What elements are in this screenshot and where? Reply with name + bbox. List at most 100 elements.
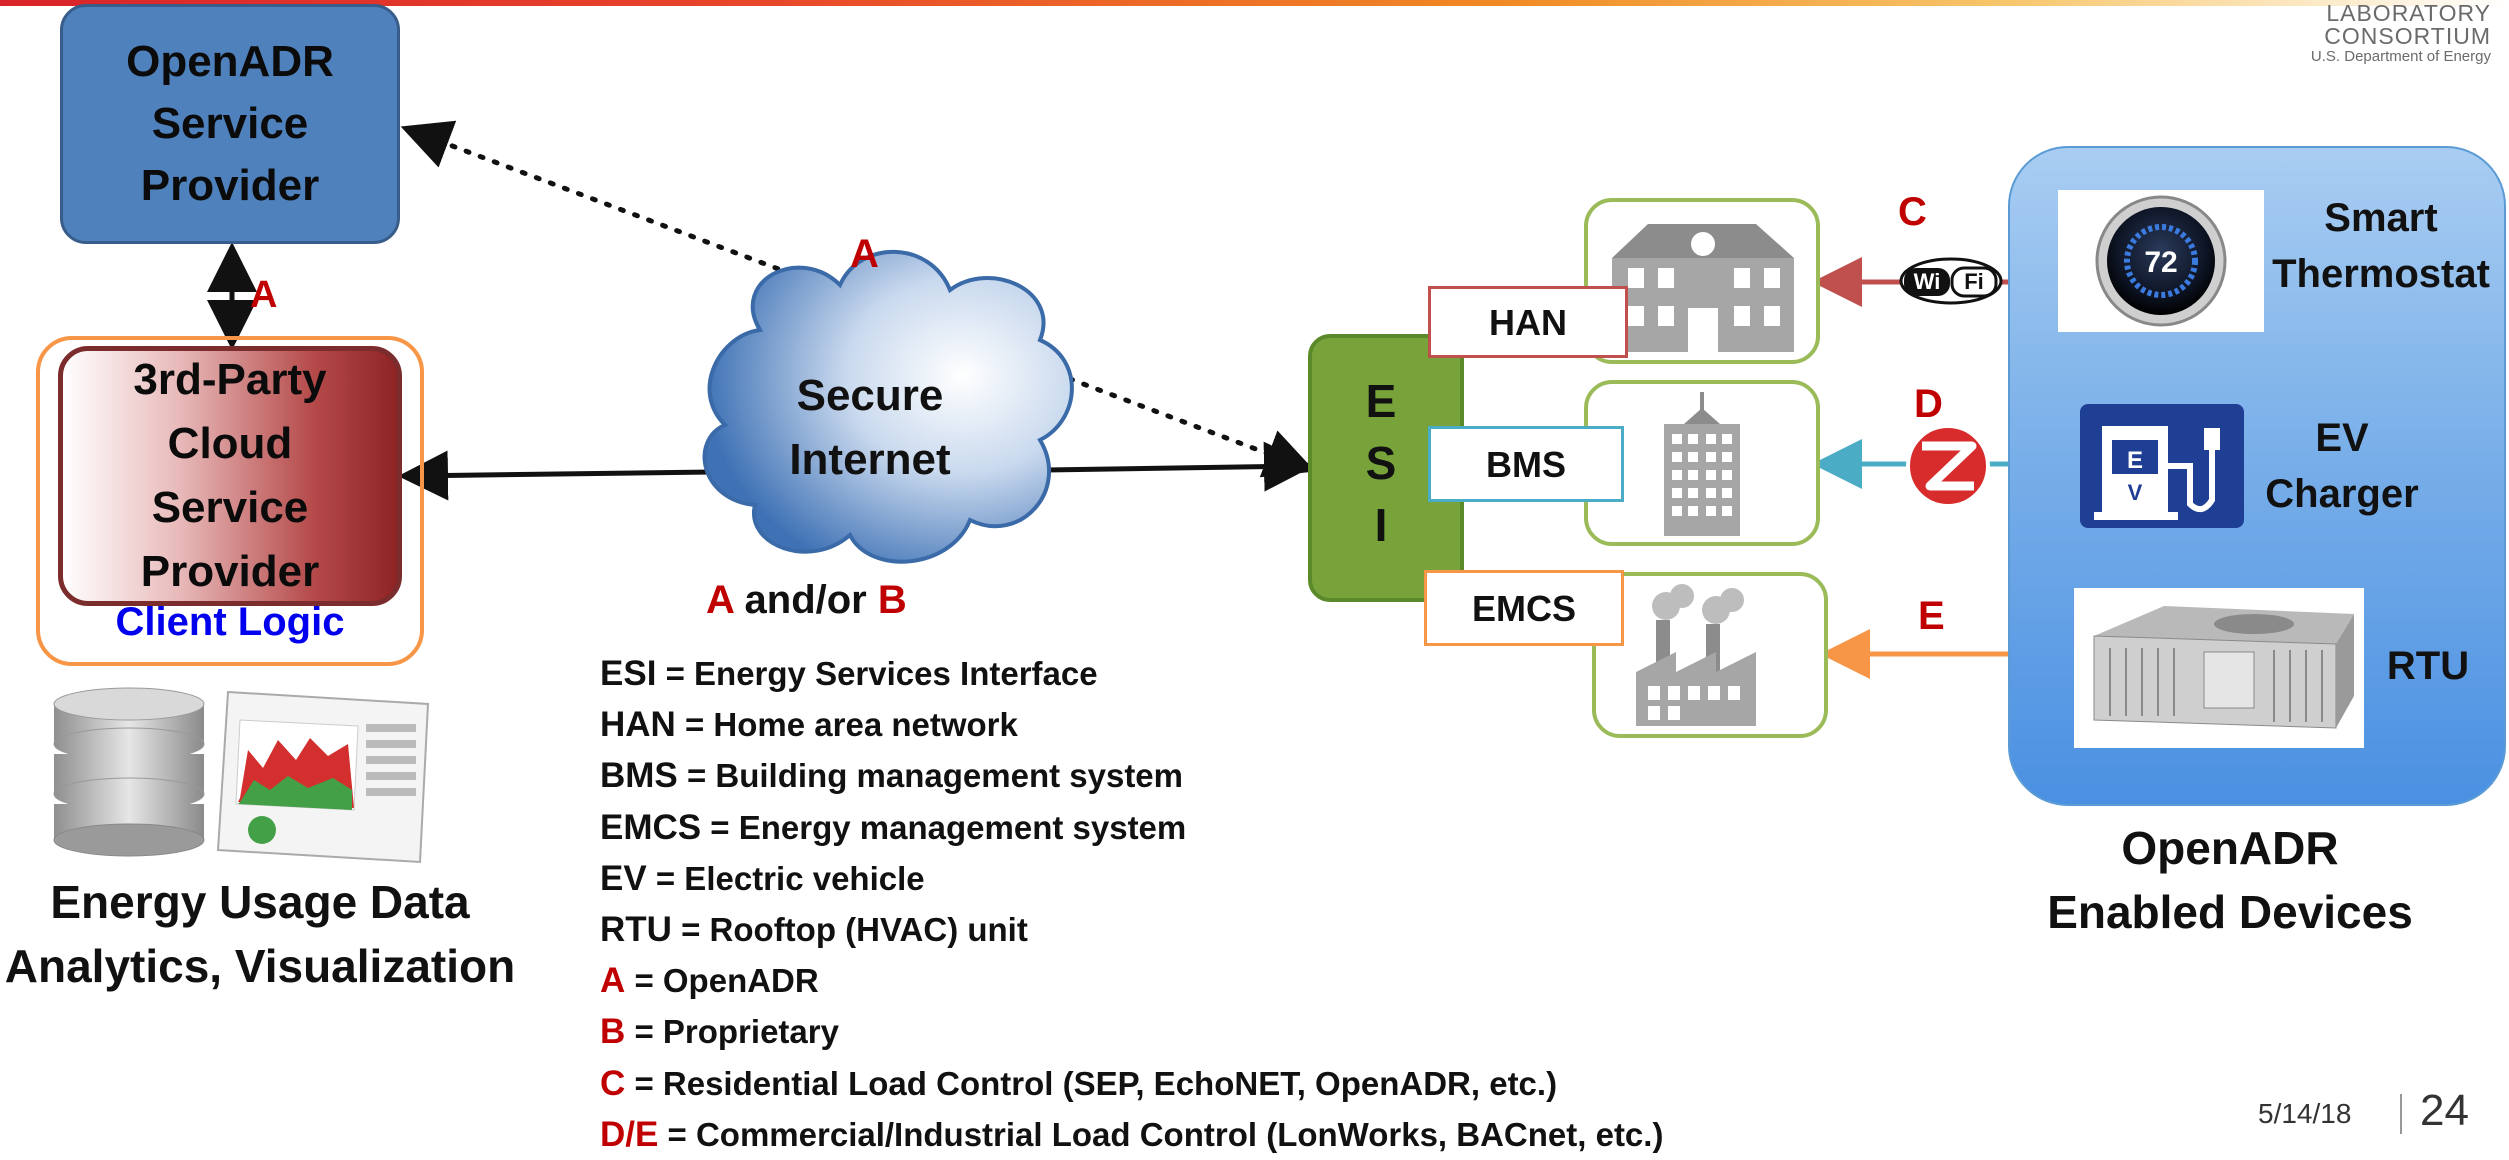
thermostat-line-1: Smart (2324, 196, 2438, 240)
cloud-provider-line-1: 3rd-Party (133, 355, 327, 404)
factory-building-box (1592, 572, 1828, 738)
factory-icon (1636, 584, 1756, 726)
logo-line-3: U.S. Department of Energy (2310, 47, 2491, 65)
service-provider-line-2: Service (151, 99, 309, 148)
wifi-text-wi: Wi (1914, 269, 1941, 294)
label-d: D (1914, 382, 1943, 426)
devices-group-caption: OpenADR Enabled Devices (1990, 816, 2470, 944)
footer-divider (2400, 1094, 2402, 1134)
arrow-provider-internet (398, 450, 713, 501)
analytics-line-1: Energy Usage Data (50, 876, 470, 928)
label-c: C (1898, 190, 1927, 234)
ev-charger-icon: E V (2080, 404, 2244, 528)
label-a-dotted: A (850, 232, 879, 276)
legend-item: EMCS = Energy management system (600, 802, 1663, 853)
thermostat-reading: 72 (2144, 246, 2177, 279)
legend-item: HAN = Home area network (600, 699, 1663, 750)
legend-item: BMS = Building management system (600, 750, 1663, 801)
emcs-tag: EMCS (1424, 570, 1624, 646)
legend-text: = Electric vehicle (646, 859, 925, 897)
legend-item: EV = Electric vehicle (600, 853, 1663, 904)
client-logic-container (36, 336, 424, 666)
caption-b: B (877, 578, 907, 622)
lab-consortium-logo: LABORATORY CONSORTIUM U.S. Department of… (2310, 0, 2491, 65)
legend-text: = Rooftop (HVAC) unit (671, 911, 1028, 949)
bms-tag: BMS (1428, 426, 1624, 502)
rtu-image (2074, 588, 2364, 748)
caption-a: A (706, 578, 734, 622)
cloud-provider-line-3: Service (151, 483, 309, 532)
client-logic-label: Client Logic (115, 600, 345, 644)
analytics-caption: Energy Usage Data Analytics, Visualizati… (0, 870, 520, 998)
label-a-vertical: A (250, 274, 278, 316)
legend-text: = Commercial/Industrial Load Control (Lo… (658, 1115, 1664, 1153)
rtu-label: RTU (2386, 644, 2470, 688)
label-e: E (1918, 594, 1945, 638)
han-tag: HAN (1428, 286, 1628, 358)
ev-charger-image: E V (2080, 404, 2244, 528)
house-building-box (1584, 198, 1820, 364)
svg-text:E: E (2127, 447, 2143, 474)
legend-text: = Residential Load Control (SEP, EchoNET… (625, 1064, 1558, 1102)
logo-line-1: LABORATORY (2326, 0, 2491, 26)
analytics-line-2: Analytics, Visualization (4, 940, 516, 992)
legend-key: ESI (600, 654, 657, 693)
dashboard-screen-icon (216, 690, 430, 864)
slide-page-number: 24 (2420, 1086, 2469, 1135)
internet-line-1: Secure (796, 371, 944, 420)
ev-line-2: Charger (2265, 472, 2419, 516)
devices-group-line-1: OpenADR (2121, 822, 2339, 874)
thermostat-line-2: Thermostat (2272, 252, 2490, 296)
rooftop-unit-icon (2093, 606, 2354, 729)
wifi-badge: Wi Fi (1899, 257, 2003, 305)
third-party-cloud-provider-box: 3rd-Party Cloud Service Provider (58, 346, 402, 606)
legend-item: C = Residential Load Control (SEP, EchoN… (600, 1058, 1663, 1109)
database-dashboard-icon (53, 687, 430, 864)
house-icon (1612, 224, 1794, 352)
wifi-text-fi: Fi (1964, 269, 1984, 294)
openadr-service-provider-box: OpenADR Service Provider (60, 4, 400, 244)
smart-thermostat-icon: 72 (2095, 195, 2227, 327)
ev-line-1: EV (2315, 416, 2369, 460)
legend-text: = Energy Services Interface (656, 655, 1098, 692)
legend-key: B (600, 1012, 626, 1052)
legend-text: = Building management system (677, 757, 1183, 795)
esi-letter-s: S (1365, 437, 1397, 489)
internet-line-2: Internet (789, 435, 951, 484)
legend-item: RTU = Rooftop (HVAC) unit (600, 904, 1663, 955)
secure-internet-label: Secure Internet (750, 364, 990, 492)
database-stack-icon (53, 687, 205, 857)
service-provider-line-3: Provider (140, 161, 320, 210)
logo-line-2: CONSORTIUM (2324, 23, 2491, 50)
cloud-provider-line-4: Provider (140, 547, 320, 596)
legend-text: = Energy management system (701, 808, 1187, 846)
office-tower-icon (1664, 392, 1740, 536)
legend-text: = Home area network (675, 706, 1018, 744)
internet-caption: A and/or B (706, 578, 907, 623)
legend-key: EV (600, 858, 647, 898)
caption-and-or: and/or (733, 578, 878, 622)
esi-letters: E S I (1326, 370, 1436, 556)
abbreviation-legend: ESI = Energy Services Interface HAN = Ho… (600, 648, 1663, 1160)
devices-group-line-2: Enabled Devices (2047, 886, 2413, 938)
legend-key: HAN (600, 705, 676, 745)
legend-key: D/E (600, 1114, 659, 1154)
legend-key: RTU (600, 910, 672, 950)
legend-item: B = Proprietary (600, 1006, 1663, 1057)
service-provider-line-1: OpenADR (126, 37, 334, 86)
zigbee-badge (1906, 424, 1990, 508)
legend-item: ESI = Energy Services Interface (600, 648, 1663, 699)
legend-key: C (600, 1063, 626, 1103)
esi-letter-e: E (1365, 375, 1397, 427)
svg-text:V: V (2128, 480, 2143, 505)
arrow-internet-esi (1045, 441, 1314, 492)
secure-internet-cloud (702, 249, 1074, 564)
slide-date: 5/14/18 (2258, 1098, 2352, 1129)
legend-text: = Proprietary (625, 1013, 839, 1051)
legend-text: = OpenADR (625, 962, 819, 1000)
legend-item: D/E = Commercial/Industrial Load Control… (600, 1109, 1663, 1160)
top-accent-bar (0, 0, 2509, 6)
legend-key: A (600, 961, 626, 1001)
legend-item: A = OpenADR (600, 955, 1663, 1006)
